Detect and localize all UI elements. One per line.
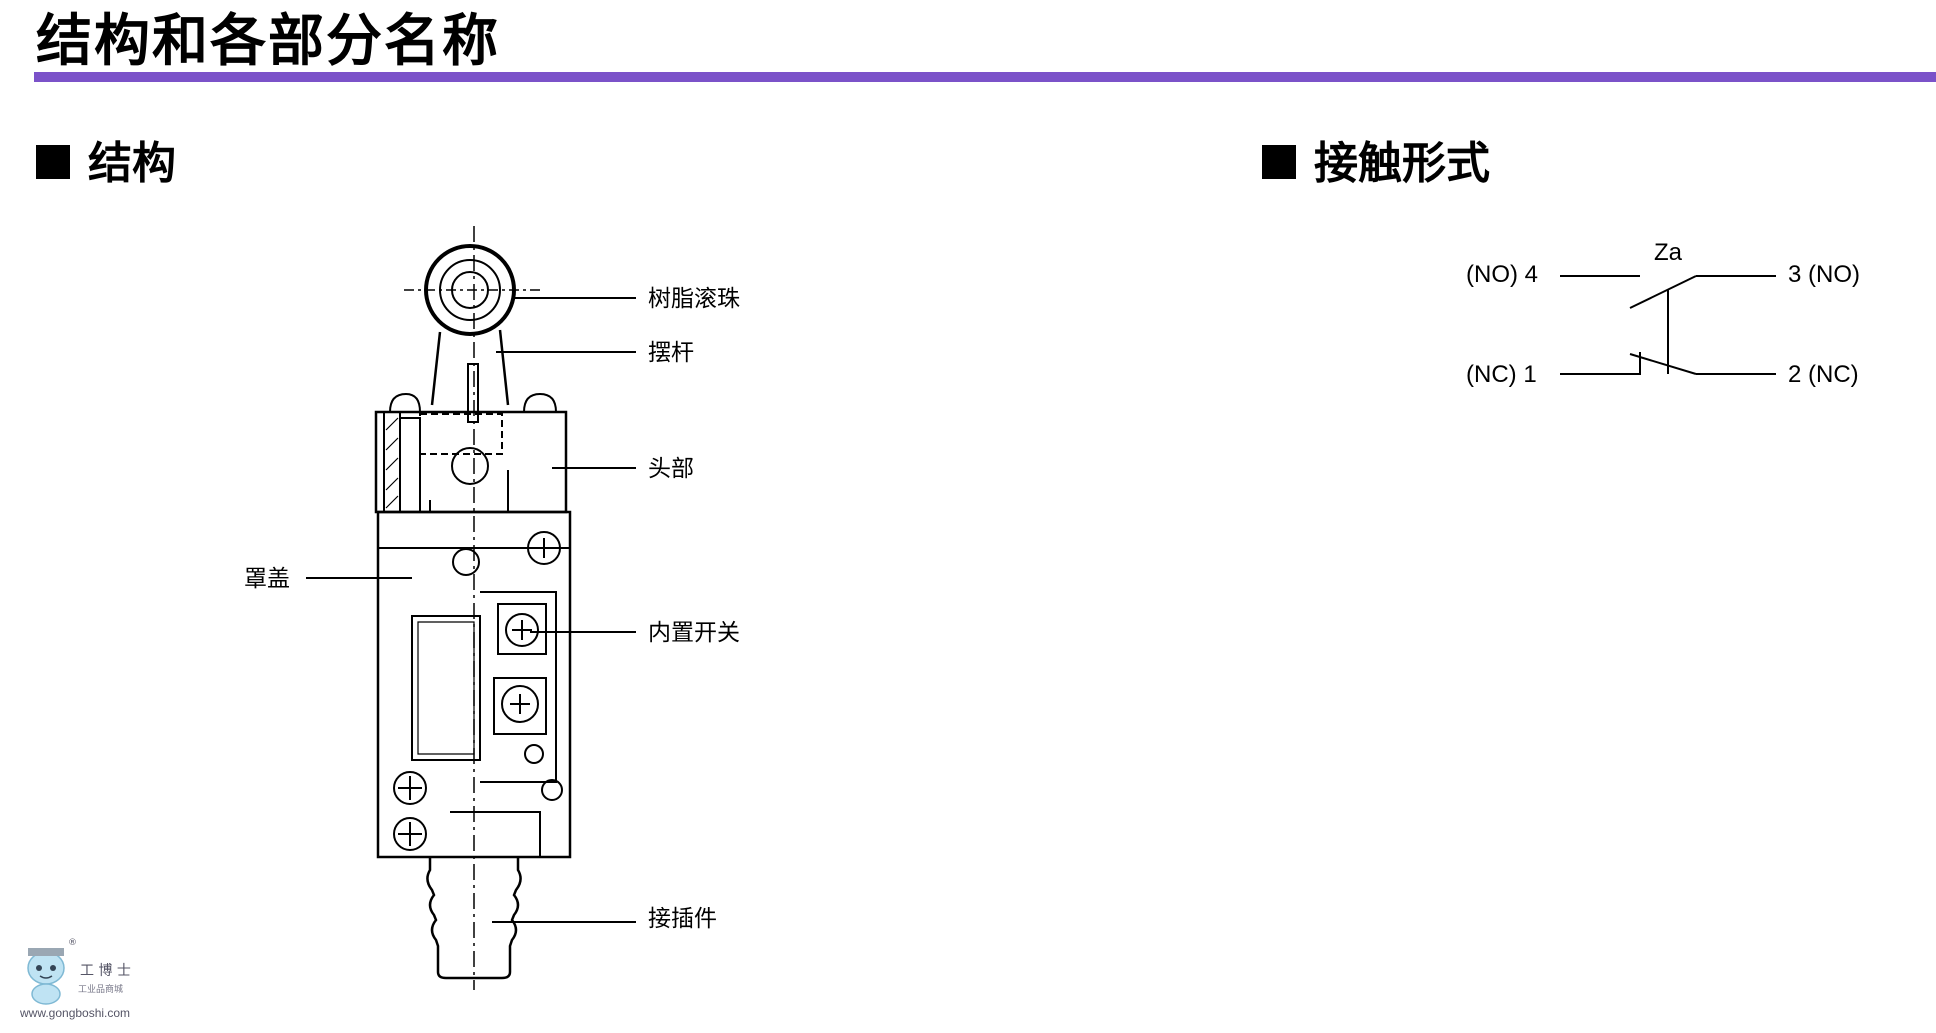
watermark: ® 工 博 士 工业品商城 www.gongboshi.com (14, 938, 154, 1028)
terminal-no-left: (NO) 4 (1466, 261, 1538, 288)
terminal-nc-left: (NC) 1 (1466, 361, 1537, 388)
switch-box-upper (497, 603, 547, 655)
watermark-subtitle: 工业品商城 (78, 985, 124, 995)
cover-screw-right (527, 531, 561, 565)
label-connector: 接插件 (648, 906, 717, 932)
cover-screw-bottom-left (393, 817, 427, 851)
switch-upper-terminal (505, 613, 539, 647)
head-shaft (451, 447, 489, 485)
label-builtin-switch: 内置开关 (648, 620, 740, 646)
cover-screw-top (452, 548, 480, 576)
page-title: 结构和各部分名称 (36, 9, 500, 74)
connector (426, 857, 522, 980)
contact-nc-left-wire (1560, 352, 1641, 375)
label-roller: 树脂滚珠 (648, 286, 740, 312)
roller-ring (439, 259, 501, 321)
mascot-logo-icon (27, 948, 65, 1005)
structure-heading: 结构 (36, 134, 176, 194)
roller-hub (451, 271, 489, 309)
cover-window (411, 615, 481, 761)
switch-box-lower (493, 677, 547, 735)
cover-screw-side (541, 779, 563, 801)
watermark-brand: 工 博 士 (80, 963, 131, 979)
label-head: 头部 (648, 456, 694, 482)
contact-no-blade (1629, 275, 1697, 309)
contact-name: Za (1654, 239, 1683, 266)
head-right-cap (523, 392, 557, 413)
square-bullet-icon (36, 145, 70, 179)
title-rule (34, 72, 1936, 82)
square-bullet-icon (1262, 145, 1296, 179)
head-bracket (429, 470, 509, 512)
lever-slot (467, 363, 479, 423)
switch-lower-terminal (501, 685, 539, 723)
label-cover: 罩盖 (244, 566, 290, 592)
contact-heading-text: 接触形式 (1314, 138, 1490, 189)
switch-frame (480, 591, 557, 783)
terminal-nc-right: 2 (NC) (1788, 361, 1859, 388)
cover-screw-lower-left (393, 771, 427, 805)
head-body (374, 410, 568, 514)
roller-outer (424, 244, 516, 336)
switch-small-screw (524, 744, 544, 764)
contact-nc-blade (1629, 353, 1697, 375)
registered-mark: ® (68, 938, 77, 948)
lever-arm (430, 329, 510, 406)
cover-bottom-step (450, 811, 541, 857)
structure-heading-text: 结构 (88, 138, 176, 189)
cover-window-inner (417, 621, 475, 755)
cover-body (376, 510, 572, 859)
watermark-url: www.gongboshi.com (20, 1006, 131, 1020)
contact-heading: 接触形式 (1262, 134, 1490, 194)
head-hatch (385, 417, 399, 509)
label-lever: 摆杆 (648, 340, 694, 366)
head-inner (399, 417, 421, 512)
head-dashed-box (419, 413, 503, 455)
head-left-cap (389, 392, 421, 413)
terminal-no-right: 3 (NO) (1788, 261, 1860, 288)
